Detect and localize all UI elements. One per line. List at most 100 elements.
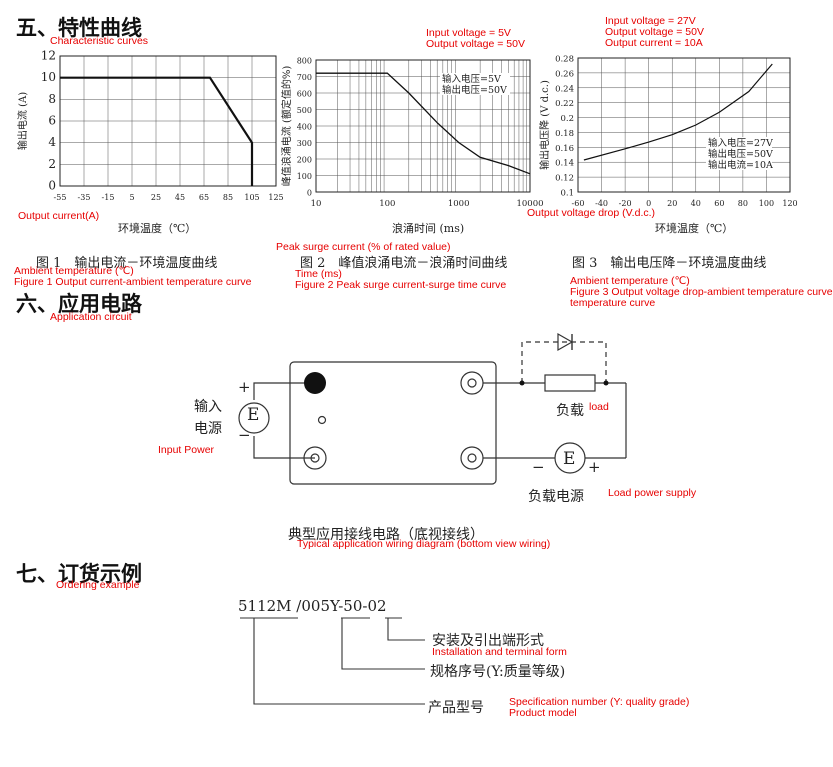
chart-2-note-en-1: Input voltage = 5V <box>426 27 511 39</box>
y-tick-label: 400 <box>297 123 312 132</box>
chart-3-note-en-2: Output voltage = 50V <box>605 26 704 38</box>
circuit-caption: 典型应用接线电路（底视接线） <box>288 527 484 543</box>
series-line <box>60 76 254 186</box>
y-tick-label: 500 <box>297 106 312 115</box>
y-tick-label: 0.26 <box>555 69 574 79</box>
note-bg <box>706 159 772 170</box>
y-tick-label: 0 <box>48 179 56 193</box>
x-tick-label: 10 <box>311 199 322 209</box>
chart-note: 输出电压=50V <box>442 84 507 96</box>
y-tick-label: 0.2 <box>560 114 574 124</box>
section-6-title-en: Application circuit <box>50 311 132 323</box>
x-tick-label: -20 <box>619 199 632 208</box>
chart-note: 输出电流=10A <box>708 159 773 171</box>
order-model: 产品型号 <box>428 700 484 716</box>
y-tick-label: 8 <box>48 92 56 106</box>
y-tick-label: 4 <box>48 135 56 149</box>
y-tick-label: 0.24 <box>555 84 574 94</box>
x-tick-label: 80 <box>738 199 748 208</box>
load-label-en: load <box>589 401 609 413</box>
y-tick-label: 300 <box>297 139 312 148</box>
order-install-en: Installation and terminal form <box>432 646 567 658</box>
order-code-leaders <box>240 617 425 705</box>
y-tick-label: 0.22 <box>555 99 574 109</box>
y-tick-label: 800 <box>297 57 312 66</box>
plot-frame <box>59 55 277 187</box>
chart-3-title-en: Figure 3 Output voltage drop-ambient tem… <box>570 286 833 298</box>
input-plus: + <box>238 378 251 396</box>
y-axis-label: 峰值浪涌电流 (额定值的%) <box>280 66 293 187</box>
chart-3-title-en-cont: temperature curve <box>570 297 656 309</box>
input-power-label-2: 电源 <box>194 421 222 437</box>
x-tick-label: -40 <box>595 199 608 208</box>
diode-icon <box>557 332 574 352</box>
load-supply-label-en: Load power supply <box>608 487 697 499</box>
x-tick-label: 25 <box>151 193 161 202</box>
series-line <box>316 72 531 175</box>
chart-2-ylabel-en: Peak surge current (% of rated value) <box>276 241 451 253</box>
relay-mark-dot <box>304 372 326 394</box>
section-7-title-en: Ordering example <box>56 579 140 591</box>
order-install: 安装及引出端形式 <box>432 633 544 649</box>
x-tick-label: 1000 <box>448 199 470 209</box>
chart-3-note-en-3: Output current = 10A <box>605 37 703 49</box>
note-bg <box>440 73 510 84</box>
y-tick-label: 600 <box>297 90 312 99</box>
y-tick-label: 10 <box>41 70 56 84</box>
x-tick-label: 105 <box>244 193 259 202</box>
load-label: 负载 <box>556 403 584 419</box>
chart-3-plot: 0.10.120.140.160.180.20.220.240.260.28-6… <box>538 55 798 209</box>
chart-voltage-drop: 0.10.120.140.160.180.20.220.240.260.28-6… <box>538 55 798 209</box>
section-5-title: 五、特性曲线 <box>16 16 142 40</box>
chart-3-ylabel-en: Output voltage drop (V.d.c.) <box>527 207 656 219</box>
chart-3-xlabel: 环境温度（℃） <box>655 222 734 235</box>
chart-2-xlabel-en: Time (ms) <box>295 268 342 280</box>
x-tick-label: 20 <box>667 199 677 208</box>
order-model-en: Product model <box>509 707 577 719</box>
x-tick-label: -60 <box>572 199 585 208</box>
load-source-e: E <box>563 449 576 469</box>
y-tick-label: 0.14 <box>555 159 574 169</box>
chart-1-title-en: Figure 1 Output current-ambient temperat… <box>14 276 252 288</box>
x-tick-label: 100 <box>759 199 774 208</box>
y-tick-label: 0.18 <box>555 129 574 139</box>
chart-1-ylabel-en: Output current(A) <box>18 210 100 222</box>
plot-frame <box>315 59 531 193</box>
input-source-e: E <box>247 405 260 425</box>
section-6-title: 六、应用电路 <box>16 292 142 316</box>
input-minus: − <box>238 426 251 444</box>
y-tick-label: 0.28 <box>555 55 574 65</box>
x-tick-label: 40 <box>691 199 701 208</box>
note-bg <box>440 84 510 95</box>
chart-2-xlabel: 浪涌时间 (ms) <box>392 222 465 235</box>
relay-body <box>289 361 497 485</box>
chart-1-xlabel: 环境温度（℃） <box>118 222 197 235</box>
y-tick-label: 0 <box>307 189 312 198</box>
y-tick-label: 0.12 <box>555 174 574 184</box>
chart-note: 输入电压=5V <box>442 73 501 85</box>
chart-1-title: 图 1 输出电流－环境温度曲线 <box>36 256 218 271</box>
y-tick-label: 200 <box>297 156 312 165</box>
circuit-caption-en: Typical application wiring diagram (bott… <box>297 538 551 550</box>
order-spec-en: Specification number (Y: quality grade) <box>509 696 690 708</box>
y-tick-label: 12 <box>41 49 56 63</box>
chart-2-title-en: Figure 2 Peak surge current-surge time c… <box>295 279 507 291</box>
chart-3-xlabel-en: Ambient temperature (℃) <box>570 275 690 287</box>
x-tick-label: 100 <box>379 199 395 209</box>
chart-3-title: 图 3 输出电压降－环境温度曲线 <box>572 256 767 271</box>
x-tick-label: -35 <box>78 193 91 202</box>
section-5-title-en: Characteristic curves <box>50 35 149 47</box>
x-tick-label: 5 <box>129 193 134 202</box>
series-line <box>583 63 773 161</box>
y-tick-label: 6 <box>48 114 56 128</box>
x-tick-label: 65 <box>199 193 209 202</box>
input-power-label-1: 输入 <box>194 399 222 415</box>
x-tick-label: 125 <box>268 193 283 202</box>
note-bg <box>706 148 772 159</box>
plot-frame <box>577 57 791 193</box>
load-resistor <box>544 374 596 392</box>
note-bg <box>706 137 772 148</box>
input-source-circle <box>238 402 270 434</box>
x-tick-label: 0 <box>646 199 651 208</box>
